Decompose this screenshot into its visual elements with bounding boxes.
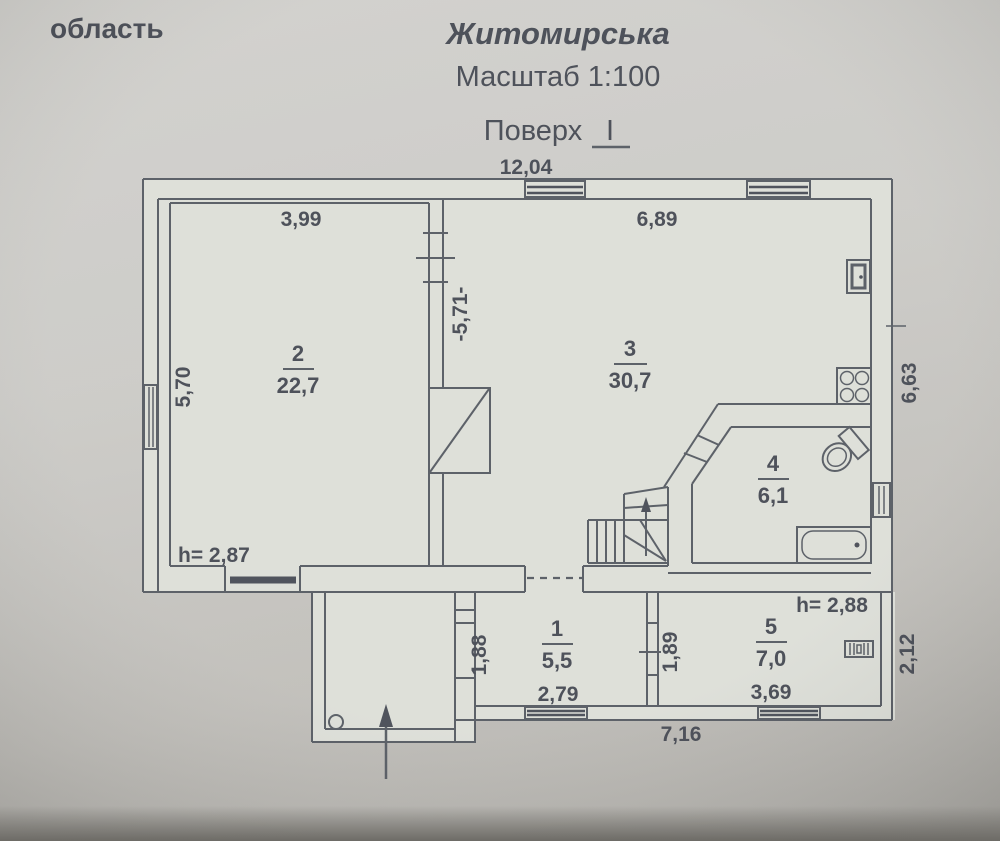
photo-bottom-edge bbox=[0, 806, 1000, 841]
